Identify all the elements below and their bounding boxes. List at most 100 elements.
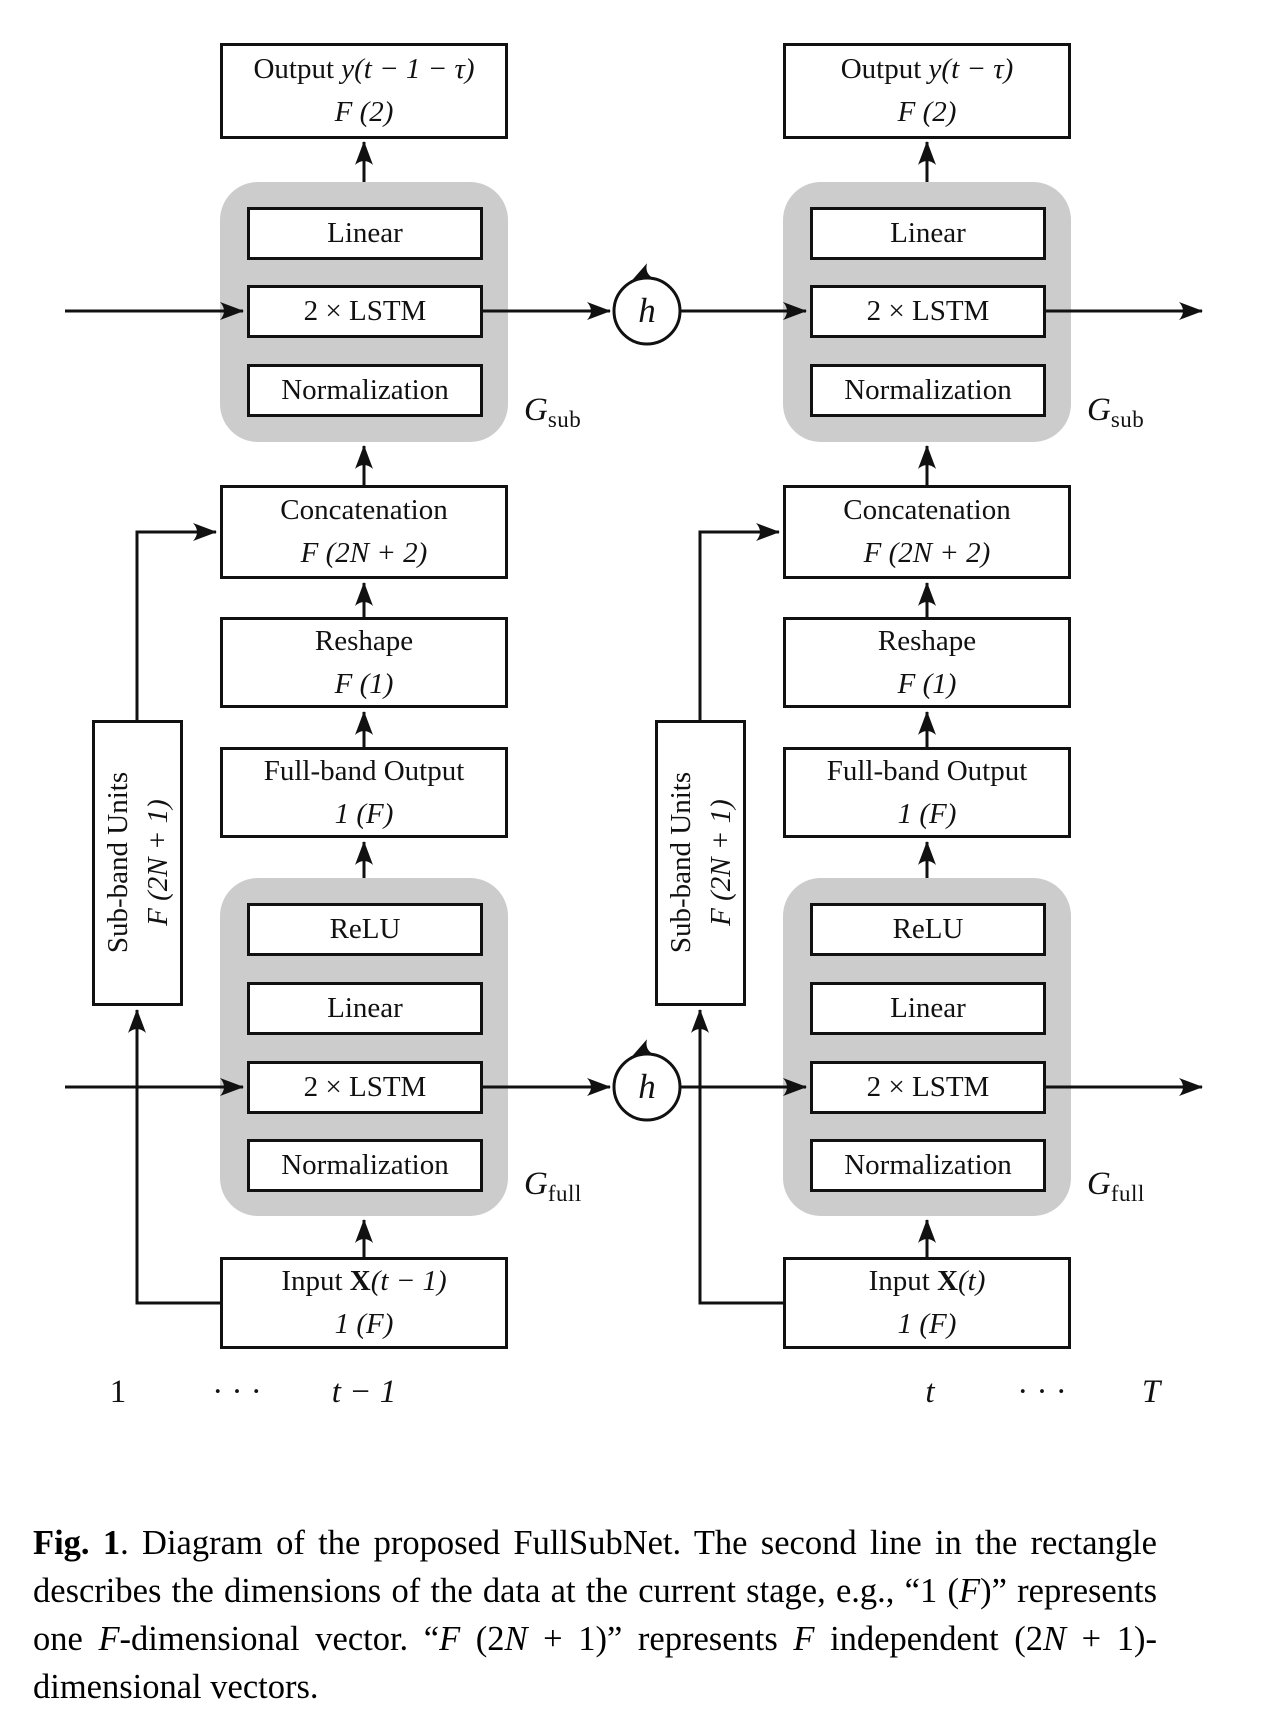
layer-label: Linear — [890, 992, 966, 1024]
input-symbol: X — [349, 1265, 371, 1297]
layer-box-linear: Linear — [810, 207, 1046, 260]
concatenation-title: Concatenation — [280, 494, 448, 526]
gsub-label-subscript: sub — [1110, 407, 1145, 432]
arrow-input-to-subband — [691, 1009, 783, 1305]
axis-label-t: t — [925, 1374, 935, 1410]
input-title: Input X(t − 1) — [281, 1260, 446, 1303]
reshape-title: Reshape — [877, 624, 977, 657]
output-title: Output y(t − τ) — [841, 48, 1014, 91]
gsub-label: Gsub — [1087, 392, 1144, 433]
layer-box-normalization: Normalization — [247, 364, 483, 417]
reshape-title: Reshape — [314, 624, 414, 657]
output-word: Output — [840, 53, 929, 85]
fullband-title: Full-band Output — [826, 754, 1028, 787]
reshape-dims: F (1) — [897, 667, 957, 700]
layer-label: Linear — [327, 217, 403, 249]
gfull-label-base: G — [1087, 1166, 1111, 1202]
gsub-label-base: G — [524, 392, 548, 428]
gsub-label-base: G — [1087, 392, 1111, 428]
h-node-circle-upper — [612, 276, 682, 346]
layer-label: ReLU — [329, 913, 401, 945]
layer-label: Normalization — [844, 374, 1012, 406]
axis-ellipsis-left: · · · — [212, 1374, 262, 1410]
concatenation-dims: F (2N + 2) — [863, 537, 991, 569]
output-dims: F (2) — [897, 96, 957, 128]
output-word: Output — [253, 53, 342, 85]
subband-units-box: Sub-band Units F (2N + 1) — [92, 720, 183, 1006]
layer-label: 2 × LSTM — [866, 295, 990, 327]
gsub-label-subscript: sub — [547, 407, 582, 432]
output-title: Output y(t − 1 − τ) — [253, 48, 474, 91]
layer-label: Normalization — [281, 1149, 449, 1181]
gfull-label: Gfull — [1087, 1166, 1145, 1207]
fullband-dims: 1 (F) — [897, 797, 957, 830]
output-box: Output y(t − 1 − τ) F (2) — [220, 43, 508, 139]
reshape-box: Reshape F (1) — [220, 617, 508, 708]
gfull-label-subscript: full — [547, 1181, 582, 1206]
axis-label-t-minus-1: t − 1 — [331, 1374, 397, 1410]
concatenation-dims: F (2N + 2) — [300, 537, 428, 569]
wires-layer — [65, 141, 1203, 1305]
reshape-box: Reshape F (1) — [783, 617, 1071, 708]
layer-box-linear: Linear — [810, 982, 1046, 1035]
input-dims: 1 (F) — [897, 1308, 957, 1340]
layer-box-linear: Linear — [247, 982, 483, 1035]
reshape-dims: F (1) — [334, 667, 394, 700]
gfull-label-subscript: full — [1110, 1181, 1145, 1206]
input-box: Input X(t) 1 (F) — [783, 1257, 1071, 1349]
layer-label: 2 × LSTM — [303, 1071, 427, 1103]
input-word: Input — [281, 1265, 350, 1297]
input-box: Input X(t − 1) 1 (F) — [220, 1257, 508, 1349]
input-title: Input X(t) — [869, 1260, 986, 1303]
figure-caption: Fig. 1. Diagram of the proposed FullSubN… — [33, 1523, 1158, 1706]
gsub-label: Gsub — [524, 392, 581, 433]
column-t: Output y(t − τ) F (2) Linear 2 × LSTM No… — [655, 0, 1144, 1420]
fullband-output-box: Full-band Output 1 (F) — [220, 747, 508, 838]
input-word: Input — [868, 1265, 938, 1297]
input-symbol: X — [937, 1265, 959, 1297]
input-dims: 1 (F) — [334, 1308, 394, 1340]
output-math: y(t − 1 − τ) — [341, 53, 475, 85]
layer-label: Linear — [890, 217, 966, 249]
layer-label: Normalization — [281, 374, 449, 406]
concatenation-title: Concatenation — [843, 494, 1011, 526]
layer-box-relu: ReLU — [247, 903, 483, 956]
h-node-circle-lower — [612, 1052, 682, 1122]
layer-box-lstm: 2 × LSTM — [810, 285, 1046, 338]
layer-box-lstm: 2 × LSTM — [247, 1061, 483, 1114]
input-math: (t) — [958, 1265, 986, 1297]
layer-box-linear: Linear — [247, 207, 483, 260]
h-node-label-lower: h — [638, 1067, 656, 1106]
gfull-label: Gfull — [524, 1166, 582, 1207]
layer-box-relu: ReLU — [810, 903, 1046, 956]
subband-units-box: Sub-band Units F (2N + 1) — [655, 720, 746, 1006]
fullsubnet-diagram: Output y(t − 1 − τ) F (2) Linear 2 × LST… — [65, 0, 1203, 1420]
output-math: y(t − τ) — [928, 53, 1014, 85]
h-node-label-upper: h — [638, 291, 656, 330]
axis-label-T: T — [1141, 1374, 1161, 1410]
layer-box-normalization: Normalization — [810, 1139, 1046, 1192]
layer-label: Normalization — [844, 1149, 1012, 1181]
layer-box-lstm: 2 × LSTM — [247, 285, 483, 338]
column-t-minus-1: Output y(t − 1 − τ) F (2) Linear 2 × LST… — [92, 0, 581, 1420]
arrow-input-to-subband — [128, 1009, 220, 1305]
layer-box-normalization: Normalization — [247, 1139, 483, 1192]
concatenation-box: Concatenation F (2N + 2) — [783, 485, 1071, 579]
output-dims: F (2) — [334, 96, 394, 128]
layer-box-lstm: 2 × LSTM — [810, 1061, 1046, 1114]
layer-label: 2 × LSTM — [866, 1071, 990, 1103]
output-box: Output y(t − τ) F (2) — [783, 43, 1071, 139]
fullband-dims: 1 (F) — [334, 797, 394, 830]
fullband-output-box: Full-band Output 1 (F) — [783, 747, 1071, 838]
input-math: (t − 1) — [370, 1265, 447, 1297]
caption-fig-number: Fig. 1 — [33, 1523, 121, 1562]
axis-ellipsis-right: · · · — [1017, 1374, 1067, 1410]
arrow-subband-to-concat — [698, 523, 780, 720]
concatenation-box: Concatenation F (2N + 2) — [220, 485, 508, 579]
layer-label: ReLU — [892, 913, 964, 945]
arrow-subband-to-concat — [135, 523, 217, 720]
layer-label: 2 × LSTM — [303, 295, 427, 327]
fullband-title: Full-band Output — [263, 754, 465, 787]
layer-label: Linear — [327, 992, 403, 1024]
axis-label-1: 1 — [109, 1374, 127, 1410]
